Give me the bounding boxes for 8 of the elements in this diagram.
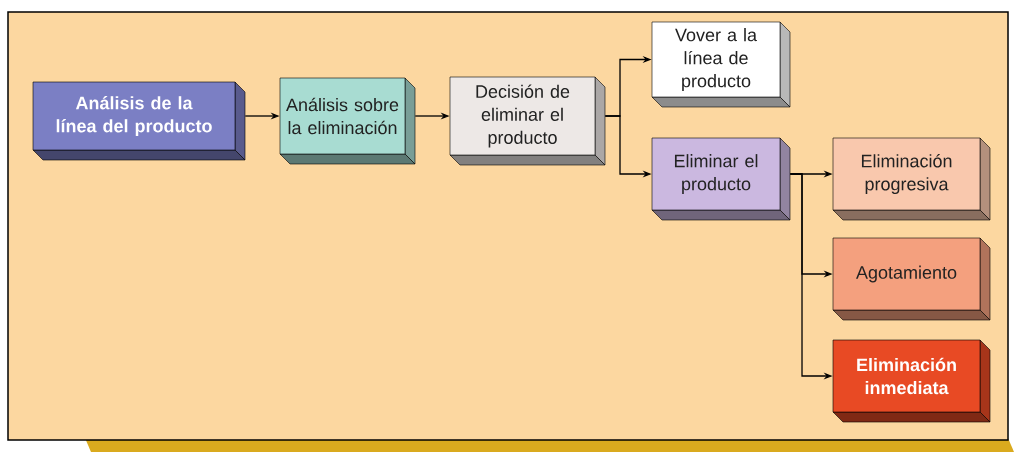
process-box: Análisis de la línea del producto xyxy=(32,81,246,161)
process-box: Decisión de eliminar el producto xyxy=(449,76,606,166)
process-box: Agotamiento xyxy=(832,237,991,321)
process-box: Vover a la línea de producto xyxy=(651,21,791,108)
process-box: Eliminar el producto xyxy=(651,137,791,221)
process-box: Análisis sobre la eliminación xyxy=(279,77,416,165)
process-box: Eliminación inmediata xyxy=(832,339,991,423)
process-box: Eliminación progresiva xyxy=(832,137,991,221)
